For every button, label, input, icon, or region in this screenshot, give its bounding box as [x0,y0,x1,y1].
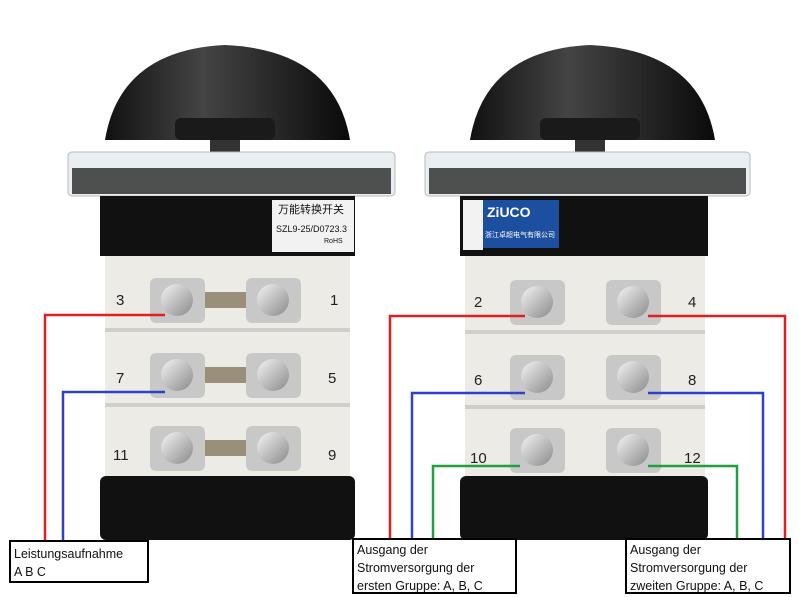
right-switch [424,45,751,540]
wires [43,313,787,540]
terminal-3: 3 [116,292,125,309]
output-group1-box: Ausgang der Stromversorgung der ersten G… [352,538,517,594]
wire-red-group2 [648,314,787,538]
left-switch [67,45,396,540]
wire-blue-input [61,390,165,540]
terminal-1: 1 [330,292,339,309]
wire-green-group2 [648,464,739,538]
output-group2-line1: Ausgang der [630,543,701,557]
wire-blue-group2 [648,391,765,538]
wire-blue-group1 [410,391,525,538]
input-label-line2: A B C [14,565,46,579]
left-label-plate [272,200,354,252]
brand-label-plate [483,200,559,248]
terminal-11: 11 [113,447,129,464]
wire-red-group1 [388,314,525,538]
output-group2-line2: Stromversorgung der [630,561,748,575]
terminal-2: 2 [474,294,483,311]
left-label-model: SZL9-25/D0723.3 [276,224,348,234]
wire-green-group1 [431,464,520,538]
output-group1-line3: ersten Gruppe: A, B, C [357,579,483,593]
left-screws [150,278,301,471]
company-name: 浙江卓超电气有限公司 [485,232,555,239]
input-label-box: Leistungsaufnahme A B C [9,540,149,583]
terminal-5: 5 [328,370,337,387]
output-group2-box: Ausgang der Stromversorgung der zweiten … [625,538,791,594]
terminal-8: 8 [688,372,697,389]
right-knob [470,45,715,140]
output-group1-line1: Ausgang der [357,543,428,557]
left-label-title: 万能转换开关 [278,204,344,216]
rohs-mark: RoHS [324,238,343,245]
output-group1-line2: Stromversorgung der [357,561,475,575]
terminal-9: 9 [328,447,337,464]
terminal-10: 10 [470,450,487,467]
terminal-6: 6 [474,372,483,389]
terminal-12: 12 [684,450,701,467]
output-group2-line3: zweiten Gruppe: A, B, C [630,579,764,593]
right-screws [510,280,661,473]
brand-logo: ZiUCO [487,204,531,220]
input-label-line1: Leistungsaufnahme [14,547,124,561]
left-knob [105,45,350,140]
terminal-7: 7 [116,370,125,387]
terminal-4: 4 [688,294,697,311]
wire-red-input [43,313,165,540]
